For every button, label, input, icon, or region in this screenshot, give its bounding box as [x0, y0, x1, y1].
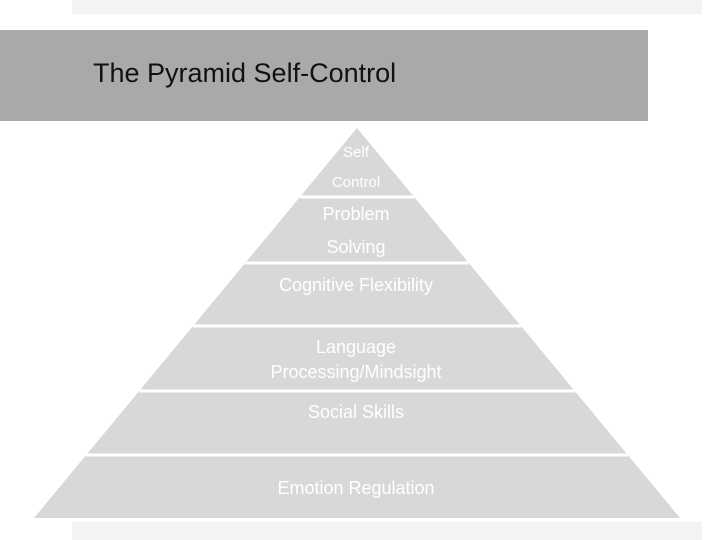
level-label-language-line-2: Processing/Mindsight	[270, 362, 441, 382]
level-label-problem-solving-line-1: Problem	[322, 204, 389, 224]
level-label-self-control-line-1: Self	[343, 144, 370, 161]
background-strip-bottom	[72, 522, 702, 540]
level-label-emotion-regulation: Emotion Regulation	[277, 478, 434, 498]
slide-title: The Pyramid Self-Control	[93, 58, 397, 88]
level-label-language-line-1: Language	[316, 337, 396, 357]
level-label-cognitive-flexibility: Cognitive Flexibility	[279, 275, 433, 295]
level-label-problem-solving-line-2: Solving	[326, 237, 385, 257]
level-label-self-control-line-2: Control	[332, 174, 380, 191]
level-label-social-skills: Social Skills	[308, 402, 404, 422]
title-bar	[0, 30, 648, 121]
pyramid-shape	[34, 128, 680, 518]
background-strip-top	[72, 0, 702, 14]
